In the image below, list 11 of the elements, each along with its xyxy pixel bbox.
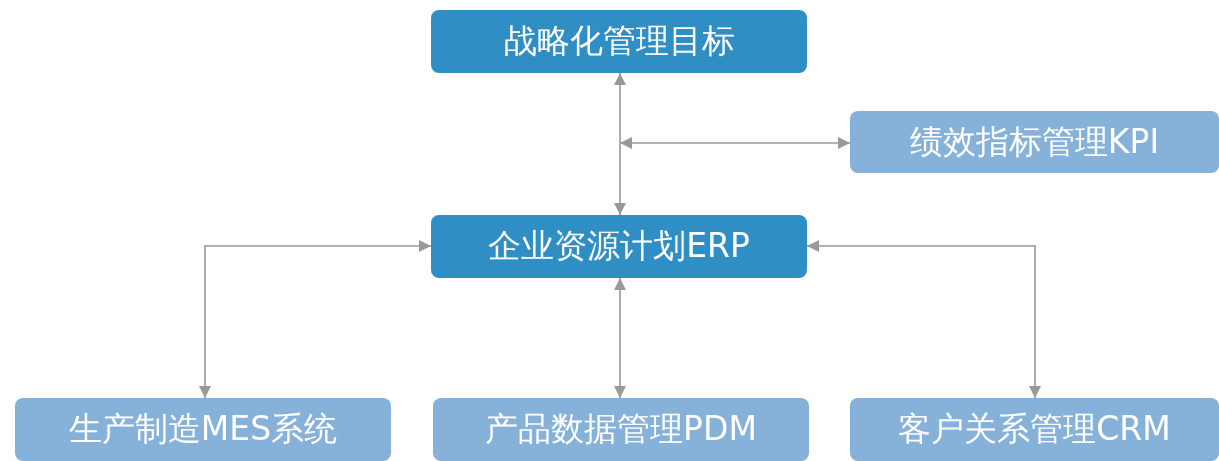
arrow xyxy=(614,72,626,216)
arrow xyxy=(619,137,851,149)
arrow xyxy=(614,277,626,399)
arrow xyxy=(806,240,1041,399)
process-box: 绩效指标管理KPI xyxy=(850,111,1219,173)
arrow xyxy=(199,240,432,399)
process-box: 客户关系管理CRM xyxy=(850,398,1219,461)
process-box: 战略化管理目标 xyxy=(431,10,807,73)
process-box: 企业资源计划ERP xyxy=(431,215,807,278)
process-box: 产品数据管理PDM xyxy=(433,398,809,461)
process-box: 生产制造MES系统 xyxy=(15,398,391,461)
